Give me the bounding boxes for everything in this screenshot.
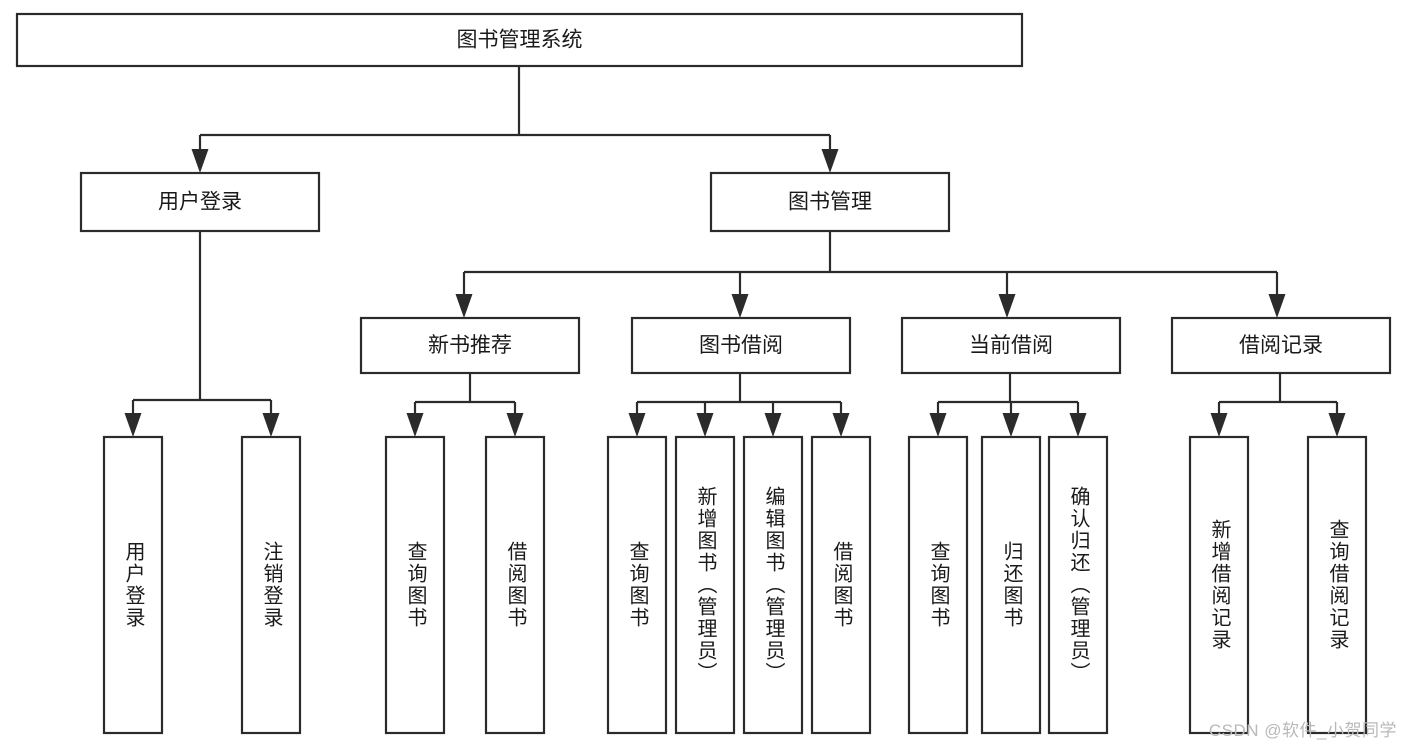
group-1-drop-1-arrowhead (696, 413, 714, 437)
csdn-watermark: CSDN @软件_小贺同学 (1208, 721, 1397, 740)
books-drop-1-arrowhead (731, 294, 749, 318)
books-drop-0-arrowhead (455, 294, 473, 318)
node-label-level3-2: 当前借阅 (969, 334, 1053, 357)
books-drop-2-arrowhead (998, 294, 1016, 318)
node-box-leaf-10[interactable] (1047, 435, 1109, 735)
group-2-drop-2-arrowhead (1069, 413, 1087, 437)
group-1-drop-3-arrowhead (832, 413, 850, 437)
group-0-drop-0-arrowhead (406, 413, 424, 437)
group-1-drop-0-arrowhead (628, 413, 646, 437)
group-2-drop-0-arrowhead (929, 413, 947, 437)
group-1-drop-2-arrowhead (764, 413, 782, 437)
node-label-level3-0: 新书推荐 (428, 334, 512, 357)
node-box-level3-2[interactable] (900, 316, 1122, 375)
node-box-level3-1[interactable] (630, 316, 852, 375)
node-box-leaf-0[interactable] (102, 435, 164, 735)
node-box-leaf-9[interactable] (980, 435, 1042, 735)
node-label-level2-0: 用户登录 (158, 191, 242, 214)
node-box-leaf-7[interactable] (810, 435, 872, 735)
node-box-leaf-5[interactable] (674, 435, 736, 735)
node-box-leaf-1[interactable] (240, 435, 302, 735)
group-3-drop-0-arrowhead (1210, 413, 1228, 437)
node-box-level3-3[interactable] (1170, 316, 1392, 375)
connectors-layer (124, 66, 1346, 437)
login-drop-1-arrowhead (262, 413, 280, 437)
node-label-level3-3: 借阅记录 (1239, 334, 1323, 357)
node-box-leaf-4[interactable] (606, 435, 668, 735)
node-label-level2-1: 图书管理 (788, 191, 872, 214)
node-box-leaf-12[interactable] (1306, 435, 1368, 735)
root-drop-1-arrowhead (821, 149, 839, 173)
group-0-drop-1-arrowhead (506, 413, 524, 437)
node-box-leaf-3[interactable] (484, 435, 546, 735)
node-box-leaf-6[interactable] (742, 435, 804, 735)
books-drop-3-arrowhead (1268, 294, 1286, 318)
node-box-level2-1[interactable] (709, 171, 951, 233)
node-box-level2-0[interactable] (79, 171, 321, 233)
node-box-level3-0[interactable] (359, 316, 581, 375)
node-box-leaf-11[interactable] (1188, 435, 1250, 735)
node-label-level3-1: 图书借阅 (699, 334, 783, 357)
node-box-leaf-8[interactable] (907, 435, 969, 735)
boxes-layer (15, 12, 1392, 735)
group-3-drop-1-arrowhead (1328, 413, 1346, 437)
root-drop-0-arrowhead (191, 149, 209, 173)
group-2-drop-1-arrowhead (1002, 413, 1020, 437)
node-label-root: 图书管理系统 (457, 29, 583, 52)
node-box-leaf-2[interactable] (384, 435, 446, 735)
node-box-root[interactable] (15, 12, 1024, 68)
login-drop-0-arrowhead (124, 413, 142, 437)
